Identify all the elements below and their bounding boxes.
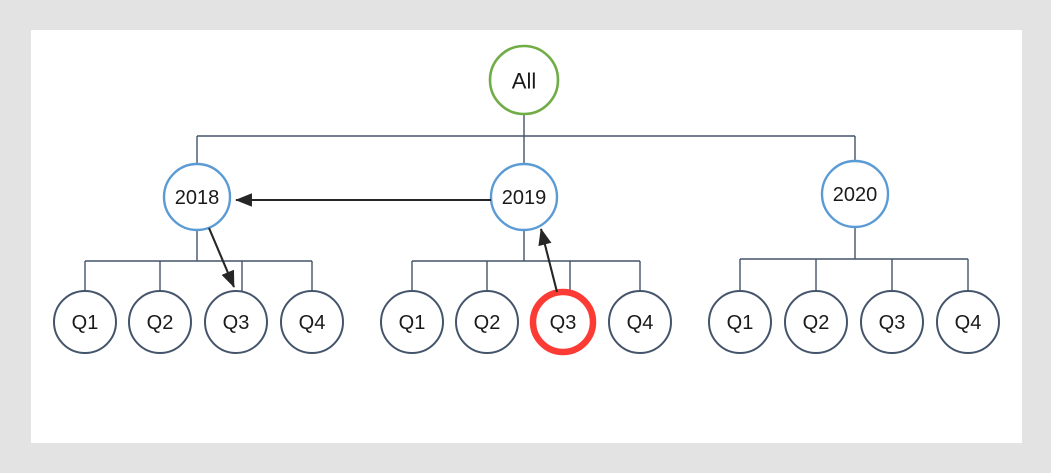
node-2019-q1-circle[interactable]	[380, 290, 444, 354]
node-2020-q2-circle[interactable]	[784, 290, 848, 354]
node-2020[interactable]: 2020	[820, 159, 890, 229]
node-2020-q3-label: Q3	[879, 312, 906, 334]
node-2018-label: 2018	[175, 187, 220, 209]
node-2018-circle[interactable]	[162, 162, 232, 232]
node-2019-q2-circle[interactable]	[455, 290, 519, 354]
connector-lines	[84, 114, 969, 291]
node-all[interactable]: All	[488, 44, 560, 116]
node-2018-q2-label: Q2	[147, 312, 174, 334]
node-2020-q2-label: Q2	[803, 312, 830, 334]
node-2020-q1[interactable]: Q1	[708, 290, 772, 354]
node-2018-q4-circle[interactable]	[280, 290, 344, 354]
node-2018-q4[interactable]: Q4	[280, 290, 344, 354]
node-2019[interactable]: 2019	[489, 162, 559, 232]
annotation-arrows	[208, 193, 559, 293]
node-all-label: All	[512, 69, 536, 94]
node-2020-q4[interactable]: Q4	[936, 290, 1000, 354]
node-2018-q2-circle[interactable]	[128, 290, 192, 354]
node-2020-circle[interactable]	[820, 159, 890, 229]
node-2019-q3[interactable]: Q3	[529, 288, 597, 356]
node-2019-q4[interactable]: Q4	[608, 290, 672, 354]
node-2019-q1[interactable]: Q1	[380, 290, 444, 354]
arrow-q2019-q3-to-2019	[538, 228, 559, 293]
node-2018-q2[interactable]: Q2	[128, 290, 192, 354]
node-2019-q2-label: Q2	[474, 312, 501, 334]
node-2018-q1[interactable]: Q1	[53, 290, 117, 354]
node-2020-q4-circle[interactable]	[936, 290, 1000, 354]
node-2018-q3-label: Q3	[223, 312, 250, 334]
node-2020-q1-label: Q1	[727, 312, 754, 334]
node-2020-q4-label: Q4	[955, 312, 982, 334]
node-2018-q1-label: Q1	[72, 312, 99, 334]
node-2019-q3-label: Q3	[550, 312, 577, 334]
node-2020-q3-circle[interactable]	[860, 290, 924, 354]
node-2018-q4-label: Q4	[299, 312, 326, 334]
node-2018-q1-circle[interactable]	[53, 290, 117, 354]
node-2019-label: 2019	[502, 187, 547, 209]
node-2019-q3-circle-highlight[interactable]	[529, 288, 597, 356]
node-2019-q2[interactable]: Q2	[455, 290, 519, 354]
node-2019-q4-circle[interactable]	[608, 290, 672, 354]
node-2019-circle[interactable]	[489, 162, 559, 232]
node-2018-q3-circle[interactable]	[204, 290, 268, 354]
node-2019-q1-label: Q1	[399, 312, 426, 334]
arrow-2018-to-q2018-q3	[208, 227, 235, 288]
node-2018[interactable]: 2018	[162, 162, 232, 232]
node-2018-q3[interactable]: Q3	[204, 290, 268, 354]
node-2019-q4-label: Q4	[627, 312, 654, 334]
node-2020-q3[interactable]: Q3	[860, 290, 924, 354]
node-2020-q1-circle[interactable]	[708, 290, 772, 354]
node-2020-label: 2020	[833, 184, 878, 206]
node-2020-q2[interactable]: Q2	[784, 290, 848, 354]
node-all-circle[interactable]	[488, 44, 560, 116]
